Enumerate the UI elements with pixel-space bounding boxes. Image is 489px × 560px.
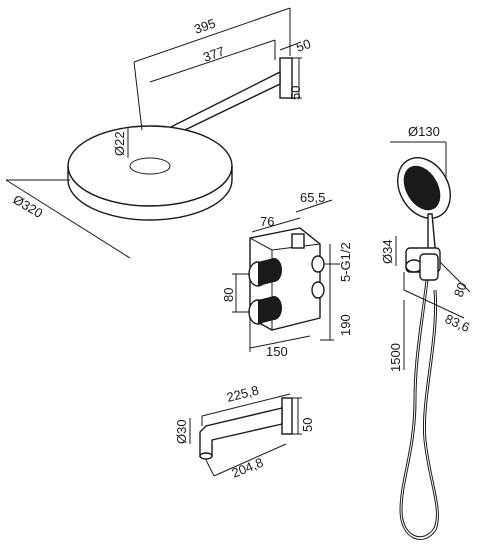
dim-arm-total: 395 (133, 7, 291, 131)
dim-mixer-width: 150 (249, 318, 311, 359)
dim-arm-diameter: Ø22 (112, 128, 129, 158)
shower-head-side (67, 165, 233, 221)
shower-head-assembly (67, 57, 293, 221)
dim-plate-height-label: 50 (288, 86, 303, 100)
mixer-outlet-top (311, 255, 325, 273)
dim-hose-length: 1500 (388, 300, 405, 372)
dim-hand-shower-diameter-label: Ø130 (408, 124, 440, 139)
dim-holder-depth-label: 83,6 (443, 311, 472, 335)
dim-mixer-depth-label: 76 (260, 214, 274, 229)
dim-mixer-depth: 76 (251, 214, 301, 233)
spout-body (199, 407, 283, 457)
mixer-assembly (248, 227, 325, 331)
dim-mixer-outlet-depth: 65,5 (295, 190, 333, 213)
spout-assembly (199, 397, 293, 460)
dim-holder-height: 80 (439, 261, 471, 299)
dim-plate-width-label: 50 (294, 36, 313, 55)
dim-holder-height-label: 80 (451, 280, 470, 299)
dim-arm-projection: 377 (149, 39, 276, 83)
dim-mixer-thread-label: 5-G1/2 (338, 242, 353, 282)
spout-wall-plate (281, 397, 293, 435)
dim-mixer-knob-spacing: 80 (221, 273, 250, 313)
dim-spout-diameter-label: Ø30 (174, 419, 189, 444)
dim-spout-plate: 50 (292, 397, 315, 435)
mixer-top-fitting (291, 233, 305, 249)
mixer-outlet-bottom (311, 281, 325, 299)
hand-shower-face (403, 165, 441, 211)
dim-holder-diameter-label: Ø34 (380, 239, 395, 264)
dim-holder-depth: 83,6 (403, 272, 472, 335)
dim-plate-height: 50 (288, 57, 303, 100)
dim-arm-projection-label: 377 (201, 44, 226, 65)
dim-arm-diameter-label: Ø22 (112, 131, 127, 156)
dim-holder-diameter: Ø34 (380, 236, 397, 266)
dim-spout-projection: 204,8 (205, 443, 287, 481)
dim-plate-width: 50 (279, 36, 313, 55)
dim-mixer-width-label: 150 (266, 344, 288, 359)
dim-mixer-height-label: 190 (338, 314, 353, 336)
dim-hose-length-label: 1500 (388, 343, 403, 372)
hand-shower-assembly (397, 157, 451, 540)
mixer-knob-lower (248, 296, 282, 325)
dim-mixer-height: 190 (320, 244, 353, 341)
dim-hand-shower-diameter: Ø130 (390, 124, 447, 180)
dim-head-diameter-label: Ø320 (10, 192, 45, 221)
dim-spout-plate-label: 50 (300, 418, 315, 432)
dim-mixer-thread: 5-G1/2 (324, 242, 353, 282)
dim-spout-diameter: Ø30 (174, 418, 191, 444)
hose (399, 279, 439, 540)
dim-spout-projection-label: 204,8 (230, 455, 266, 481)
dim-arm-total-label: 395 (192, 16, 217, 37)
dim-mixer-outlet-depth-label: 65,5 (300, 190, 325, 205)
dim-spout-total-label: 225,8 (225, 382, 260, 404)
dim-mixer-knob-spacing-label: 80 (221, 288, 236, 302)
